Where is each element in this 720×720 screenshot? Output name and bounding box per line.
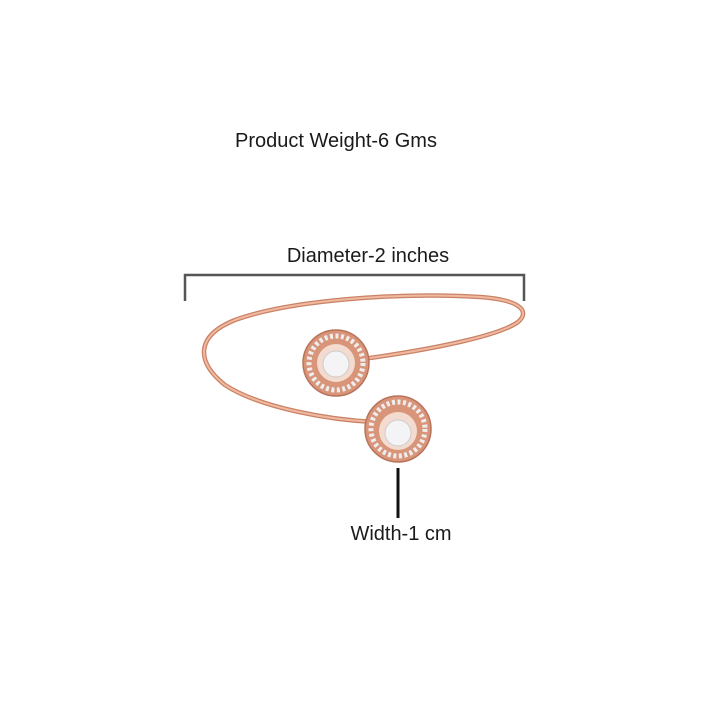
bangle-wire [201,293,526,425]
product-weight-label: Product Weight-6 Gms [235,130,437,152]
diameter-bracket [183,273,526,301]
stone-setting-lower [364,395,432,463]
stone-setting-upper [302,329,370,397]
diameter-label: Diameter-2 inches [286,245,450,267]
width-label: Width-1 cm [350,523,452,545]
